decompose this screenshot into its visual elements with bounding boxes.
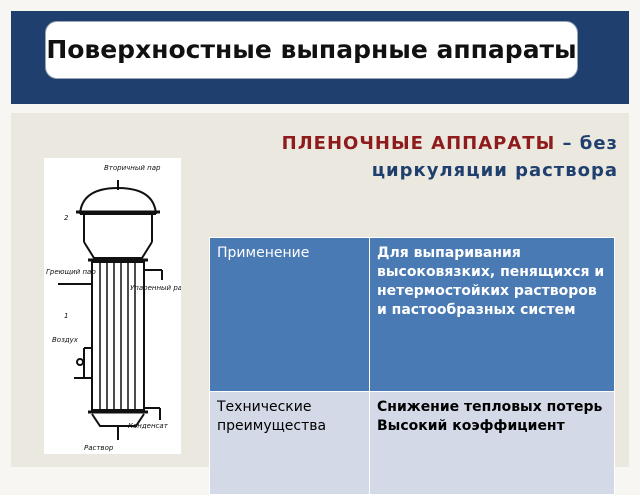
evaporator-diagram: Вторичный пар 2 Греющий пар 1 Воздух Упа… <box>44 158 181 454</box>
label-secondary-steam: Вторичный пар <box>104 164 161 172</box>
label-number-1: 1 <box>64 312 68 320</box>
label-evaporated-solution: Упаренный раствор <box>130 284 181 292</box>
table-row: Технические преимущества Снижение теплов… <box>209 391 615 495</box>
label-air: Воздух <box>52 336 79 344</box>
label-condensate: Конденсат <box>128 422 169 430</box>
subtitle-highlight: ПЛЕНОЧНЫЕ АППАРАТЫ <box>281 133 556 154</box>
table-cell-value: Снижение тепловых потерь Высокий коэффиц… <box>369 391 615 495</box>
section-subtitle: ПЛЕНОЧНЫЕ АППАРАТЫ – без циркуляции раст… <box>282 130 618 184</box>
tube-bundle-shell <box>91 261 145 411</box>
label-heating-steam: Греющий пар <box>46 268 96 276</box>
label-number-2: 2 <box>64 214 69 222</box>
title-box: Поверхностные выпарные аппараты <box>45 21 578 79</box>
top-dome <box>79 186 157 215</box>
table-cell-value: Для выпаривания высоковязких, пенящихся … <box>369 237 615 392</box>
table-row: Применение Для выпаривания высоковязких,… <box>209 237 615 392</box>
subtitle-rest-1: – без <box>555 133 618 154</box>
label-solution: Раствор <box>84 444 114 452</box>
subtitle-rest-2: циркуляции раствора <box>371 160 618 181</box>
table-cell-label: Технические преимущества <box>209 391 370 495</box>
info-table: Применение Для выпаривания высоковязких,… <box>209 237 615 495</box>
table-cell-label: Применение <box>209 237 370 392</box>
page-title: Поверхностные выпарные аппараты <box>46 35 577 64</box>
